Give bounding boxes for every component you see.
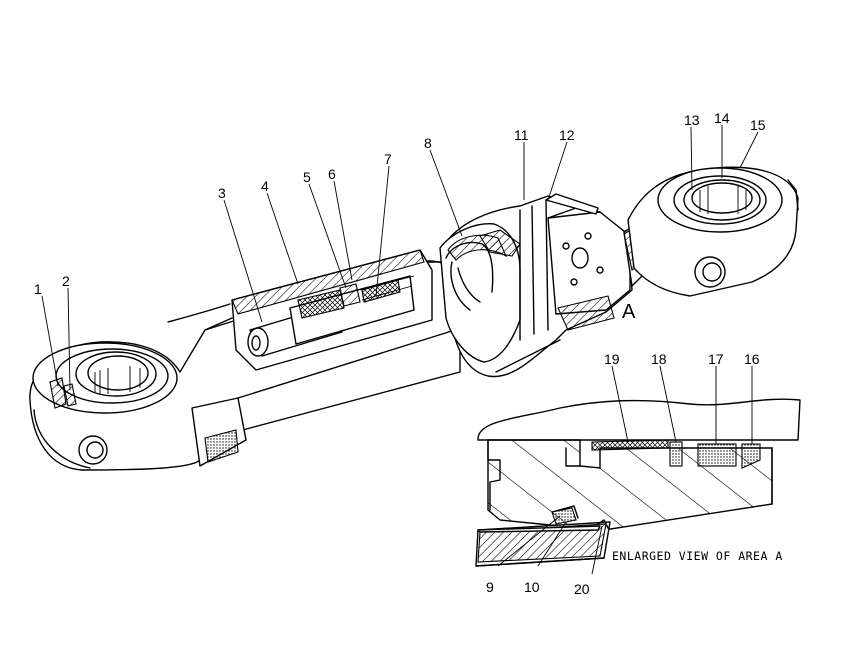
area-a-marker: A [622,301,636,323]
leader-lines [41,125,759,575]
callout-16: 16 [744,351,760,367]
head-gland-assembly [439,193,651,378]
callout-9: 9 [486,579,494,595]
callout-11: 11 [514,127,529,143]
enlarged-detail-view [475,398,801,567]
callout-4: 4 [261,178,269,194]
callout-10: 10 [524,579,540,595]
callout-14: 14 [714,110,730,126]
detail-caption: ENLARGED VIEW OF AREA A [612,549,783,563]
right-rod-eye-assembly [627,166,799,297]
callout-18: 18 [651,351,667,367]
callout-15: 15 [750,117,766,133]
left-rod-end-assembly [29,249,461,471]
callout-8: 8 [424,135,432,151]
callout-7: 7 [384,151,392,167]
callout-5: 5 [303,169,311,185]
callout-12: 12 [559,127,575,143]
callout-numbers: 1 2 3 4 5 6 7 8 11 12 13 14 15 16 17 18 … [34,110,783,597]
callout-19: 19 [604,351,620,367]
callout-20: 20 [574,581,590,597]
callout-2: 2 [62,273,70,289]
callout-13: 13 [684,112,700,128]
callout-17: 17 [708,351,724,367]
callout-3: 3 [218,185,226,201]
callout-1: 1 [34,281,42,297]
callout-6: 6 [328,166,336,182]
